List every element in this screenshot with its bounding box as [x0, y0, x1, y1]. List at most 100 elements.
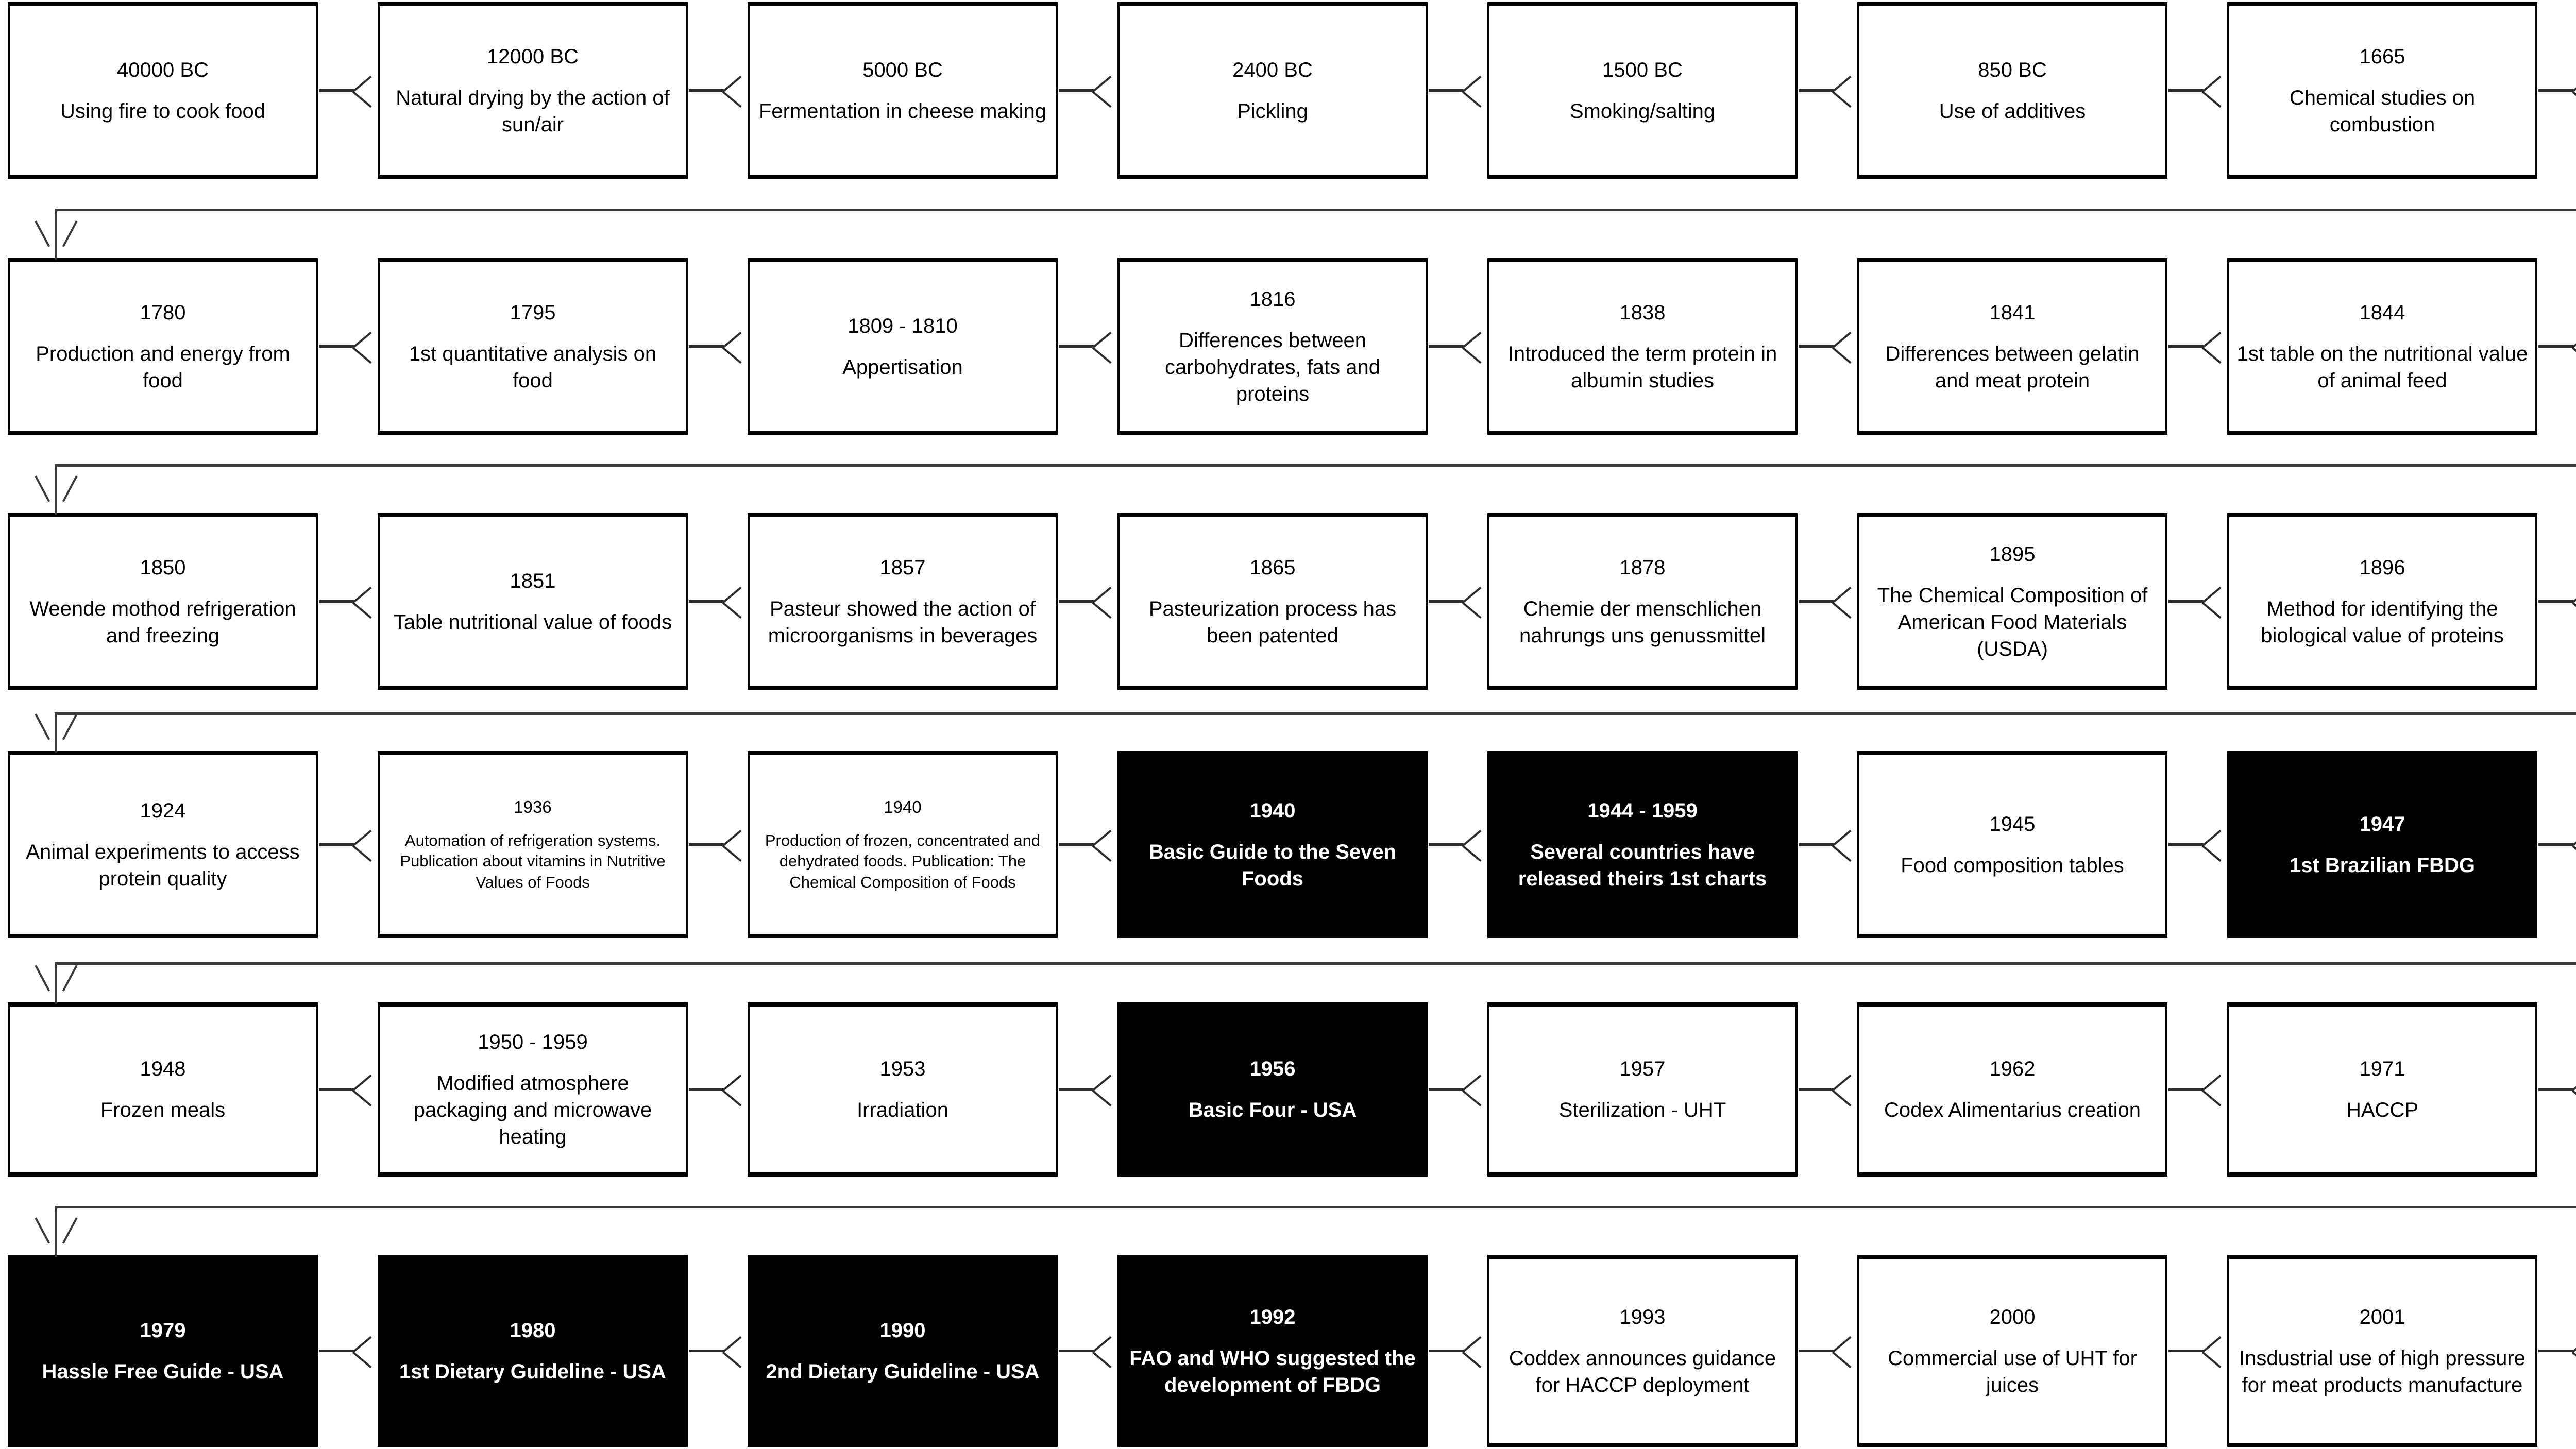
right-arrow-icon	[1798, 1074, 1857, 1105]
event-year: 1896	[2359, 556, 2405, 579]
event-year: 5000 BC	[862, 58, 943, 81]
event-year: 1780	[140, 301, 186, 324]
event-year: 1924	[140, 799, 186, 822]
event-year: 1665	[2359, 45, 2405, 68]
event-description: Production of frozen, concentrated and d…	[765, 831, 1041, 891]
event-description: Chemie der menschlichen nahrungs uns gen…	[1519, 597, 1766, 647]
event-description: 1st table on the nutritional value of an…	[2236, 342, 2528, 392]
right-arrow-icon	[2537, 586, 2576, 617]
right-arrow-icon	[2167, 1074, 2227, 1105]
right-arrow-icon	[1428, 829, 1487, 860]
right-arrow-icon	[1798, 1336, 1857, 1367]
right-arrow-icon	[1798, 331, 1857, 362]
event-description: Basic Guide to the Seven Foods	[1148, 840, 1397, 890]
event-description: Pasteurization process has been patented	[1148, 597, 1397, 647]
right-arrow-icon	[1058, 1074, 1117, 1105]
event-description: Codex Alimentarius creation	[1884, 1099, 2141, 1121]
event-year: 2001	[2359, 1305, 2405, 1328]
right-arrow-icon	[1058, 829, 1117, 860]
event-year: 1950 - 1959	[478, 1031, 588, 1053]
event-year: 2400 BC	[1232, 58, 1313, 81]
event-description: Natural drying by the action of sun/air	[396, 86, 670, 136]
timeline-event-box[interactable]: 850 BC Use of additives	[1857, 4, 2167, 177]
right-arrow-icon	[1428, 331, 1487, 362]
event-description: Basic Four - USA	[1188, 1099, 1357, 1121]
event-year: 1857	[879, 556, 926, 579]
right-arrow-icon	[688, 1074, 748, 1105]
event-description: Food composition tables	[1901, 854, 2124, 877]
event-year: 1945	[1989, 812, 2036, 836]
event-year: 1795	[510, 301, 556, 324]
event-year: 850 BC	[1978, 58, 2047, 81]
right-arrow-icon	[688, 1336, 748, 1367]
event-year: 40000 BC	[117, 58, 209, 81]
event-year: 1940	[884, 797, 922, 817]
event-description: Weende mothod refrigeration and freezing	[29, 597, 296, 647]
event-description: Using fire to cook food	[60, 99, 265, 123]
right-arrow-icon	[2167, 75, 2227, 106]
event-description: Use of additives	[1939, 99, 2086, 123]
right-arrow-icon	[1428, 1336, 1487, 1367]
event-description: 1st Brazilian FBDG	[2289, 854, 2476, 877]
timeline-event-box[interactable]: 40000 BC Using fire to cook food	[8, 4, 318, 177]
event-year: 1500 BC	[1602, 58, 1683, 81]
right-arrow-icon	[1798, 829, 1857, 860]
event-year: 1948	[140, 1058, 186, 1080]
event-description: 1st Dietary Guideline - USA	[399, 1360, 666, 1383]
event-year: 1962	[1989, 1058, 2036, 1080]
event-year: 1940	[1249, 799, 1296, 822]
event-year: 1944 - 1959	[1587, 799, 1698, 822]
event-description: Automation of refrigeration systems. Pub…	[400, 831, 666, 891]
down-arrow-icon	[42, 726, 71, 753]
right-arrow-icon	[688, 829, 748, 860]
event-year: 1971	[2359, 1058, 2405, 1080]
event-description: Several countries have released theirs 1…	[1518, 840, 1767, 890]
right-arrow-icon	[1428, 75, 1487, 106]
right-arrow-icon	[1058, 586, 1117, 617]
